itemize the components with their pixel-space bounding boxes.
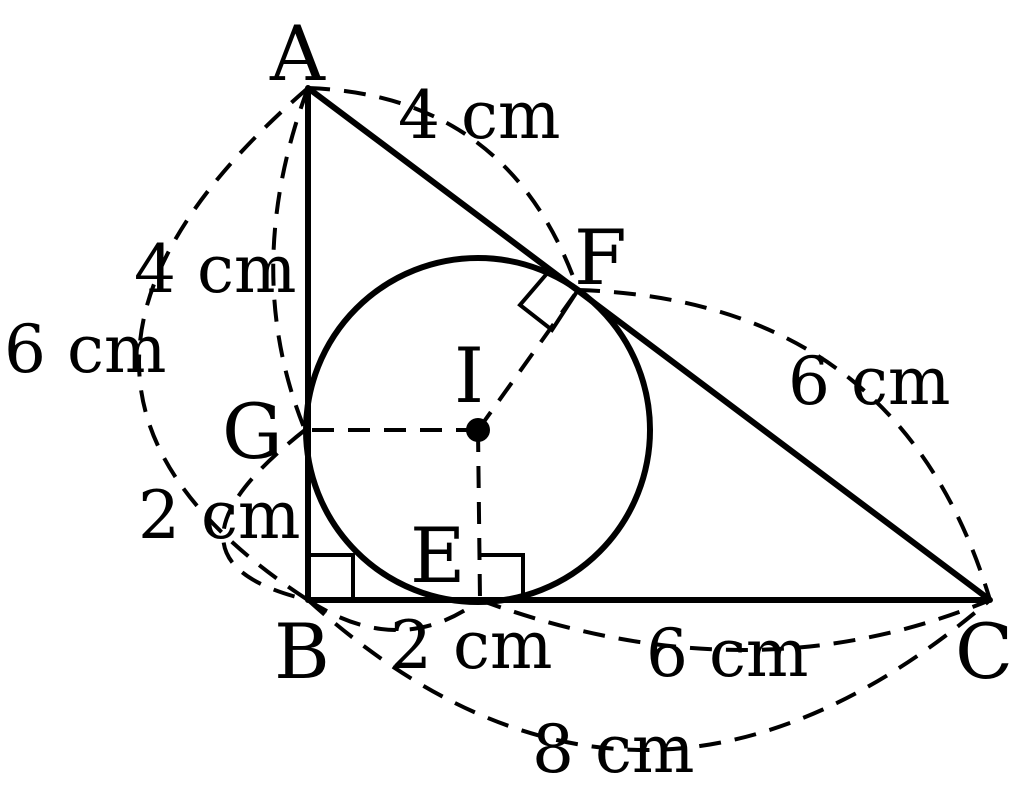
length-label-be: 2 cm <box>390 607 553 684</box>
arc-af <box>307 86 580 291</box>
incircle <box>303 255 653 605</box>
arc-gb <box>221 428 309 602</box>
arc-bc <box>306 598 992 752</box>
point-label-f: F <box>574 213 627 302</box>
right-angle-mark-b <box>308 553 355 600</box>
point-label-g: G <box>222 387 283 476</box>
point-label-b: B <box>274 607 330 696</box>
length-label-af: 4 cm <box>398 77 561 154</box>
arc-ec <box>479 598 991 652</box>
right-angle-mark-e <box>480 553 525 600</box>
arc-ab <box>137 86 310 602</box>
length-label-ec: 6 cm <box>646 615 809 692</box>
point-label-e: E <box>410 511 465 600</box>
point-label-a: A <box>269 9 326 98</box>
length-label-fc: 6 cm <box>788 343 951 420</box>
incenter-dot <box>466 418 490 442</box>
length-label-ag: 4 cm <box>134 231 297 308</box>
arc-fc <box>577 288 992 601</box>
arc-be <box>306 598 482 632</box>
triangle-abc <box>305 85 993 603</box>
length-label-bc: 8 cm <box>532 711 695 788</box>
radius-if <box>476 288 580 432</box>
radius-ie <box>476 429 482 601</box>
length-label-gb: 2 cm <box>138 477 301 554</box>
arc-ag <box>271 87 310 431</box>
point-label-i: I <box>454 331 484 420</box>
point-label-c: C <box>955 607 1013 696</box>
length-label-ab: 6 cm <box>4 311 167 388</box>
right-angle-mark-f <box>517 268 580 333</box>
